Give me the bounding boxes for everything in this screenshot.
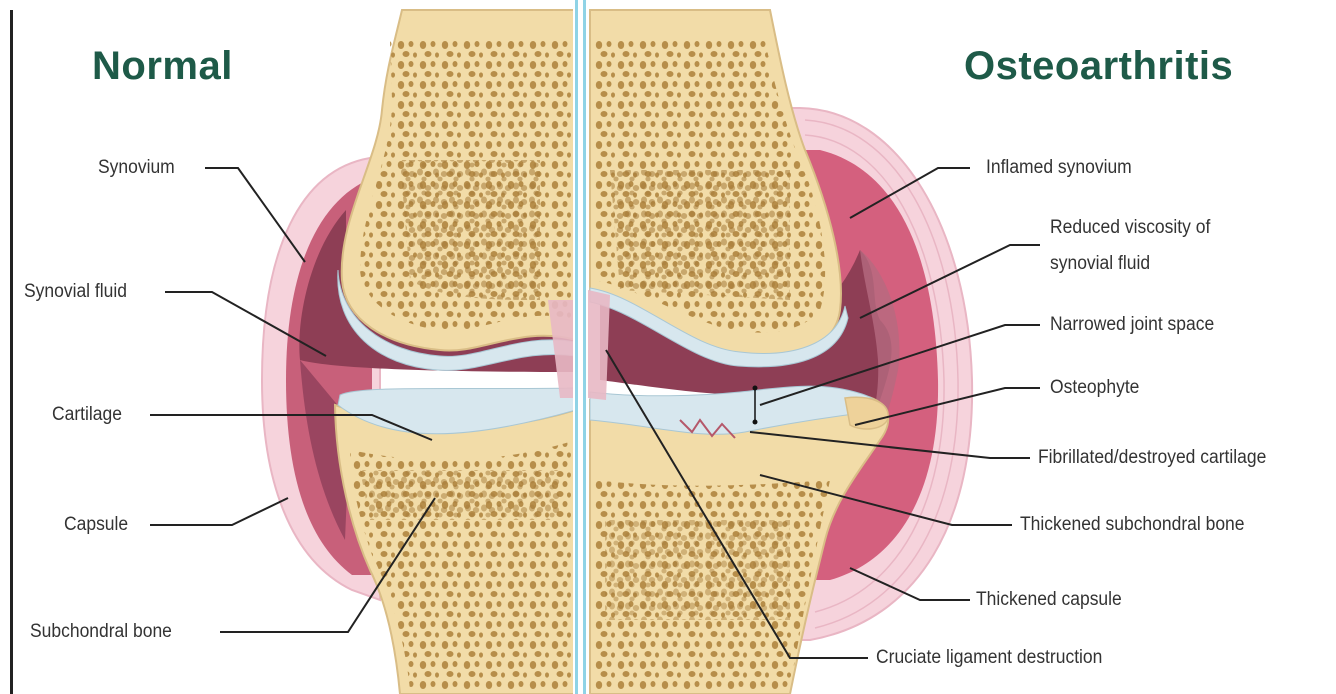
normal-joint bbox=[262, 10, 576, 694]
label-capsule: Capsule bbox=[64, 509, 128, 541]
divider-line-left bbox=[575, 0, 578, 694]
label-inflamed-synovium: Inflamed synovium bbox=[986, 152, 1132, 184]
label-reduced-viscosity-1: Reduced viscosity of bbox=[1050, 212, 1210, 244]
label-thickened-subchondral-bone: Thickened subchondral bone bbox=[1020, 509, 1244, 541]
label-osteophyte: Osteophyte bbox=[1050, 372, 1139, 404]
label-thickened-capsule: Thickened capsule bbox=[976, 584, 1122, 616]
label-cartilage: Cartilage bbox=[52, 399, 122, 431]
title-normal: Normal bbox=[92, 44, 233, 89]
leader-capsule bbox=[150, 498, 288, 525]
label-fibrillated-cartilage: Fibrillated/destroyed cartilage bbox=[1038, 442, 1266, 474]
label-narrowed-joint-space: Narrowed joint space bbox=[1050, 309, 1214, 341]
title-osteoarthritis: Osteoarthritis bbox=[964, 44, 1233, 89]
oa-ligament bbox=[588, 290, 610, 400]
divider-line-right bbox=[583, 0, 586, 694]
label-cruciate-ligament-destruction: Cruciate ligament destruction bbox=[876, 642, 1102, 674]
label-reduced-viscosity-2: synovial fluid bbox=[1050, 248, 1150, 280]
oa-joint bbox=[588, 10, 972, 694]
frame-edge bbox=[10, 10, 13, 694]
label-synovium: Synovium bbox=[98, 152, 175, 184]
label-subchondral-bone: Subchondral bone bbox=[30, 616, 172, 648]
label-synovial-fluid: Synovial fluid bbox=[24, 276, 127, 308]
